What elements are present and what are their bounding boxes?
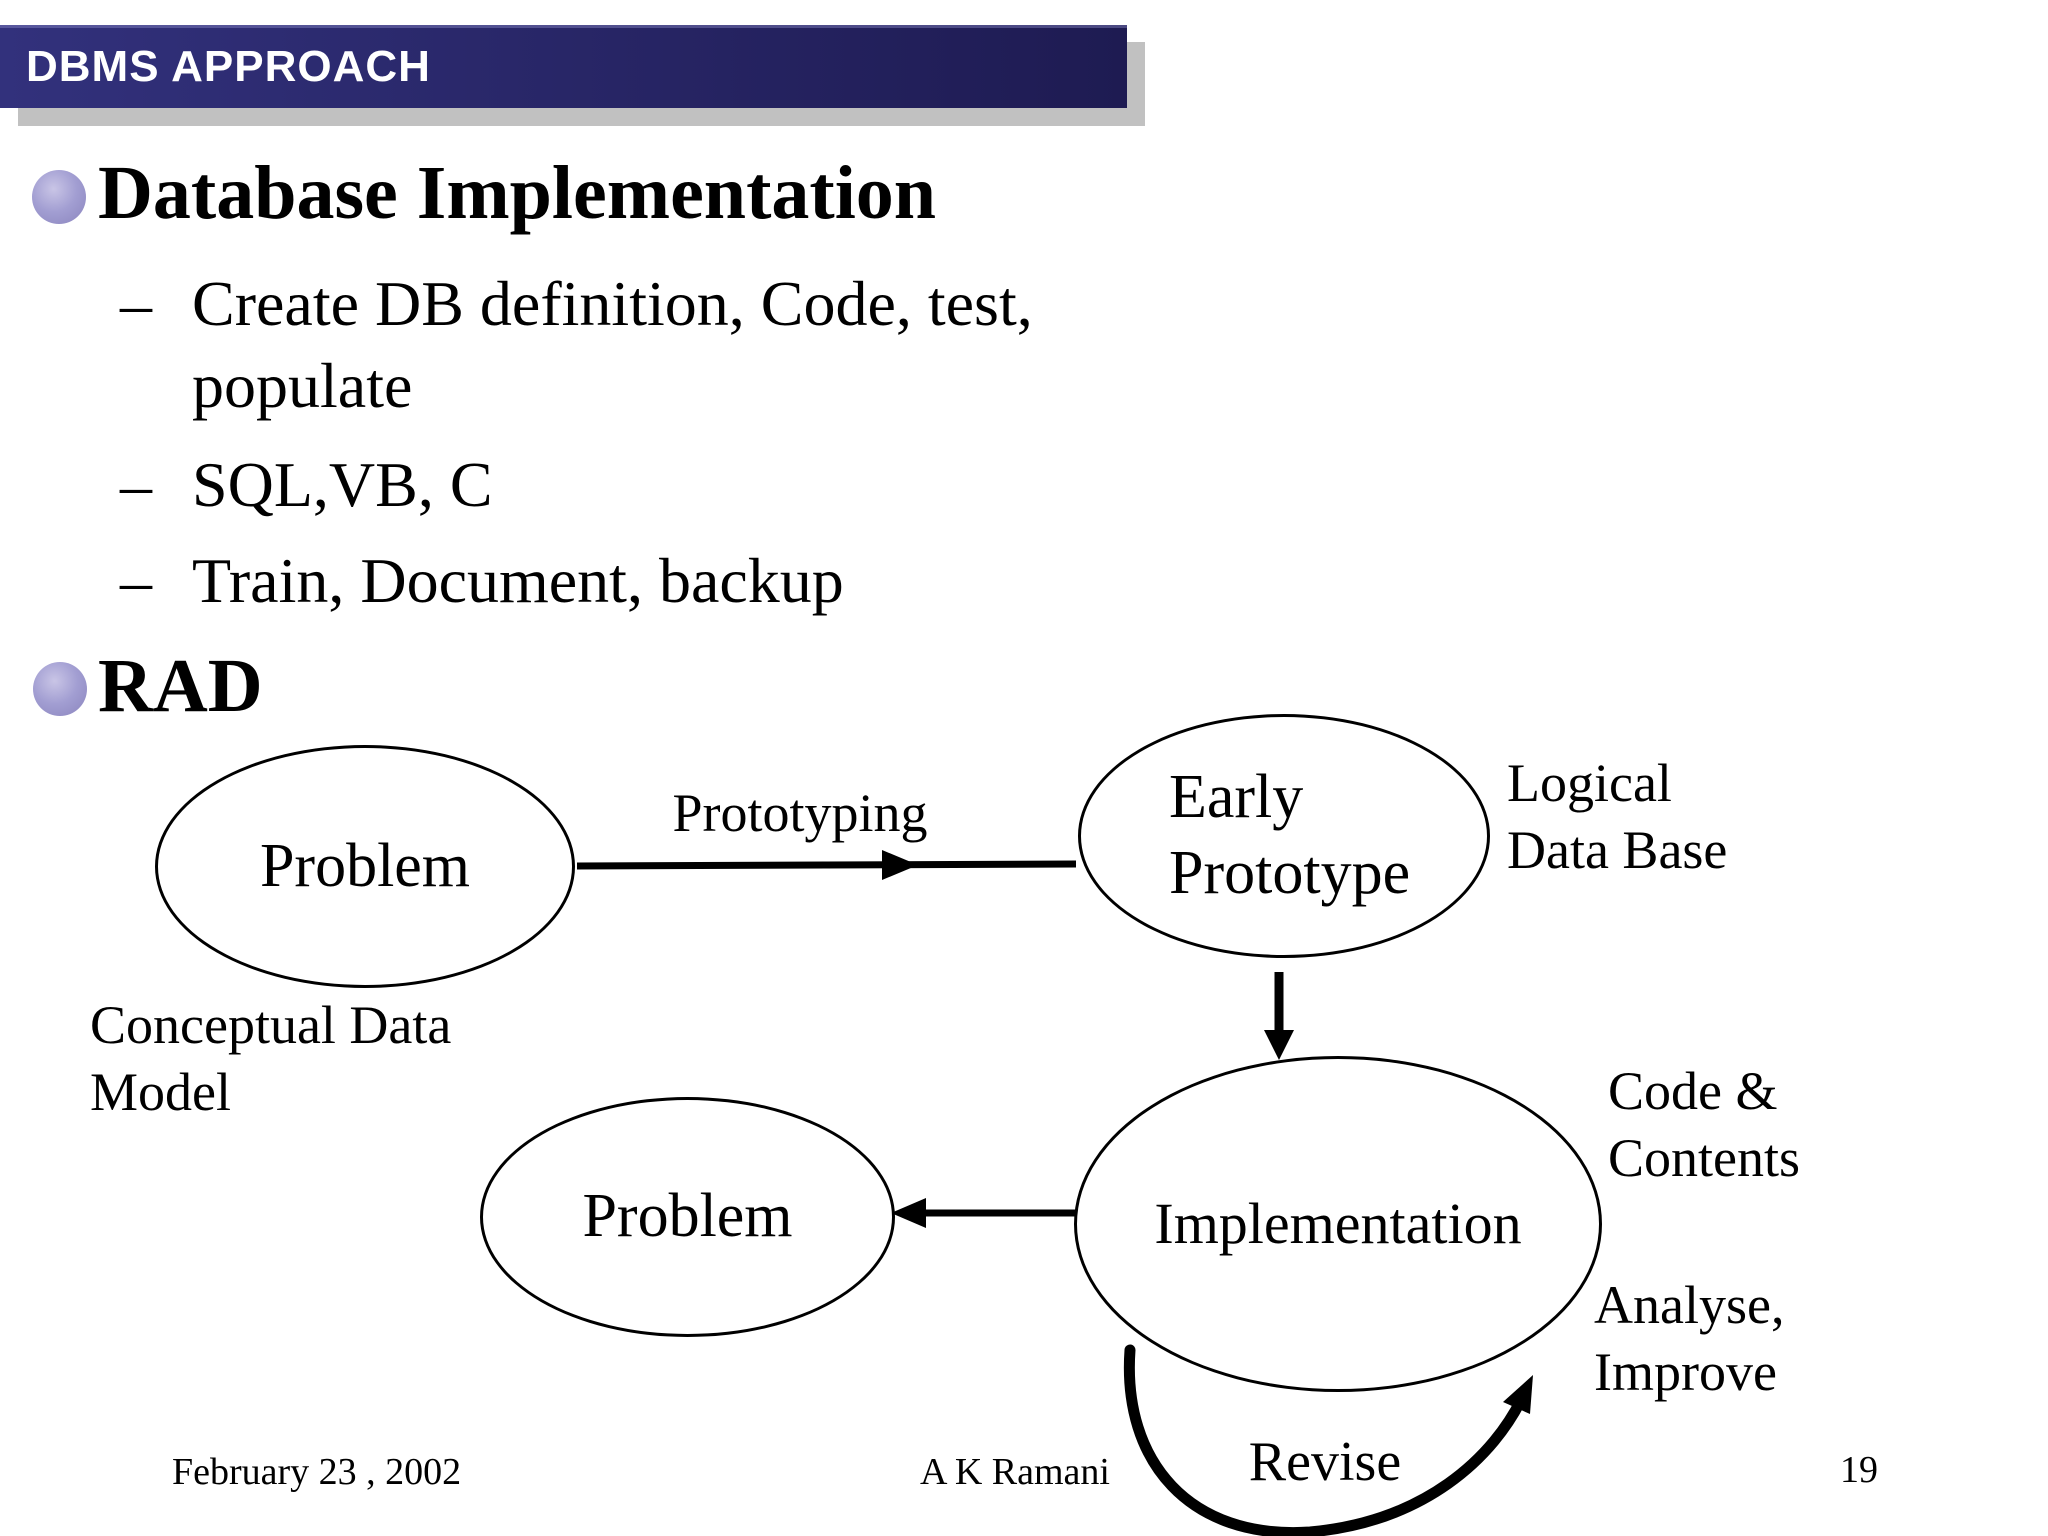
- node-implementation: Implementation: [1074, 1056, 1602, 1392]
- arrow-back-head: [891, 1198, 926, 1228]
- label-analyse-improve: Analyse, Improve: [1594, 1275, 1785, 1402]
- arrow-down-head: [1264, 1030, 1294, 1060]
- sub-bullet-item: – Create DB definition, Code, test, popu…: [120, 263, 1300, 427]
- node-problem-bottom: Problem: [480, 1097, 895, 1337]
- node-label: Problem: [259, 831, 471, 900]
- dash-icon: –: [120, 268, 152, 339]
- footer-page-number: 19: [1840, 1449, 1878, 1491]
- node-label: Early Prototype: [1169, 763, 1411, 907]
- dash-icon: –: [120, 449, 152, 520]
- sub-bullet-text: SQL,VB, C: [192, 449, 493, 520]
- arrow-prototyping-head: [882, 850, 918, 880]
- sub-bullet-item: – Train, Document, backup: [120, 540, 1300, 622]
- footer-author: A K Ramani: [920, 1451, 1110, 1493]
- label-code-contents: Code & Contents: [1608, 1061, 1801, 1188]
- label-revise: Revise: [1248, 1431, 1402, 1493]
- slide-title: DBMS APPROACH: [26, 42, 431, 91]
- sub-bullet-list: – Create DB definition, Code, test, popu…: [120, 263, 1300, 622]
- label-prototyping: Prototyping: [672, 783, 928, 843]
- dash-icon: –: [120, 545, 152, 616]
- heading-database-implementation: Database Implementation: [98, 151, 937, 235]
- bullet-sphere-icon: [33, 662, 87, 716]
- label-logical-database: Logical Data Base: [1507, 753, 1728, 880]
- arrow-prototyping-line: [576, 860, 1077, 870]
- node-label: Implementation: [1154, 1190, 1522, 1256]
- header-bar: DBMS APPROACH: [0, 25, 1127, 108]
- heading-rad: RAD: [98, 644, 263, 728]
- node-problem-top: Problem: [155, 745, 575, 988]
- footer-date: February 23 , 2002: [172, 1451, 462, 1493]
- node-early-prototype: Early Prototype: [1078, 714, 1490, 958]
- sub-bullet-text: Train, Document, backup: [192, 545, 844, 616]
- label-conceptual-data-model: Conceptual Data Model: [90, 995, 452, 1122]
- node-label: Problem: [582, 1182, 793, 1251]
- arrow-revise-head: [1503, 1375, 1533, 1414]
- arrow-revise-arc: [1123, 1344, 1531, 1536]
- bullet-sphere-icon: [32, 170, 86, 224]
- sub-bullet-item: – SQL,VB, C: [120, 444, 1300, 526]
- sub-bullet-text: Create DB definition, Code, test, popula…: [192, 268, 1033, 421]
